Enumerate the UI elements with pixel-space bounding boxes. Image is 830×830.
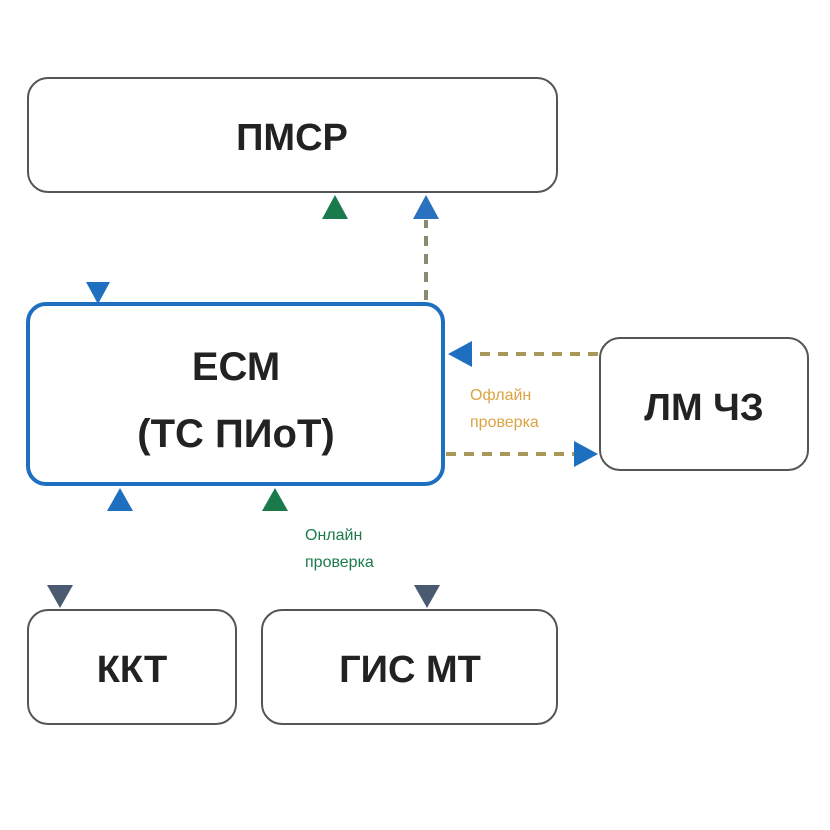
arrowhead-down-icon [414,585,440,608]
arrowhead-up-icon [107,488,133,511]
arrow-lm-to-ecm-dashed [448,341,598,367]
arrow-kkt-to-ecm [107,488,133,608]
node-pmsr[interactable]: ПМСР [27,77,558,193]
arrow-gis-to-ecm-green [262,488,288,608]
node-ecm[interactable]: ЕСМ (ТС ПИоТ) [26,302,445,486]
node-ecm-line2: (ТС ПИоТ) [137,412,334,456]
annotation-offline-line2: проверка [470,414,539,431]
annotation-offline-line1: Офлайн [470,387,531,404]
arrowhead-left-icon [448,341,472,367]
arrowhead-down-icon [86,282,110,304]
node-gis-label: ГИС МТ [339,649,481,691]
arrowhead-up-icon [413,195,439,219]
annotation-offline: Офлайн проверка [470,387,539,431]
node-kkt[interactable]: ККТ [27,609,237,725]
node-gis[interactable]: ГИС МТ [261,609,558,725]
annotation-online-line1: Онлайн [305,527,362,544]
arrow-ecm-to-gis [414,486,440,608]
node-pmsr-label: ПМСР [236,117,348,159]
annotation-online-line2: проверка [305,554,374,571]
arrowhead-up-icon [262,488,288,511]
arrow-ecm-to-lm-dashed [446,441,598,467]
node-lm[interactable]: ЛМ ЧЗ [599,337,809,471]
arrowhead-down-icon [47,585,73,608]
arrowhead-right-icon [574,441,598,467]
node-kkt-label: ККТ [97,649,168,691]
annotation-online: Онлайн проверка [305,527,374,571]
arrow-ecm-to-kkt [47,486,73,608]
arrow-ecm-to-pmsr-green [322,195,348,302]
arrowhead-up-icon [322,195,348,219]
arrow-ecm-to-pmsr-dashed [413,195,439,300]
arrow-pmsr-to-ecm [86,192,110,304]
node-lm-label: ЛМ ЧЗ [644,387,763,429]
node-ecm-line1: ЕСМ [192,345,280,389]
